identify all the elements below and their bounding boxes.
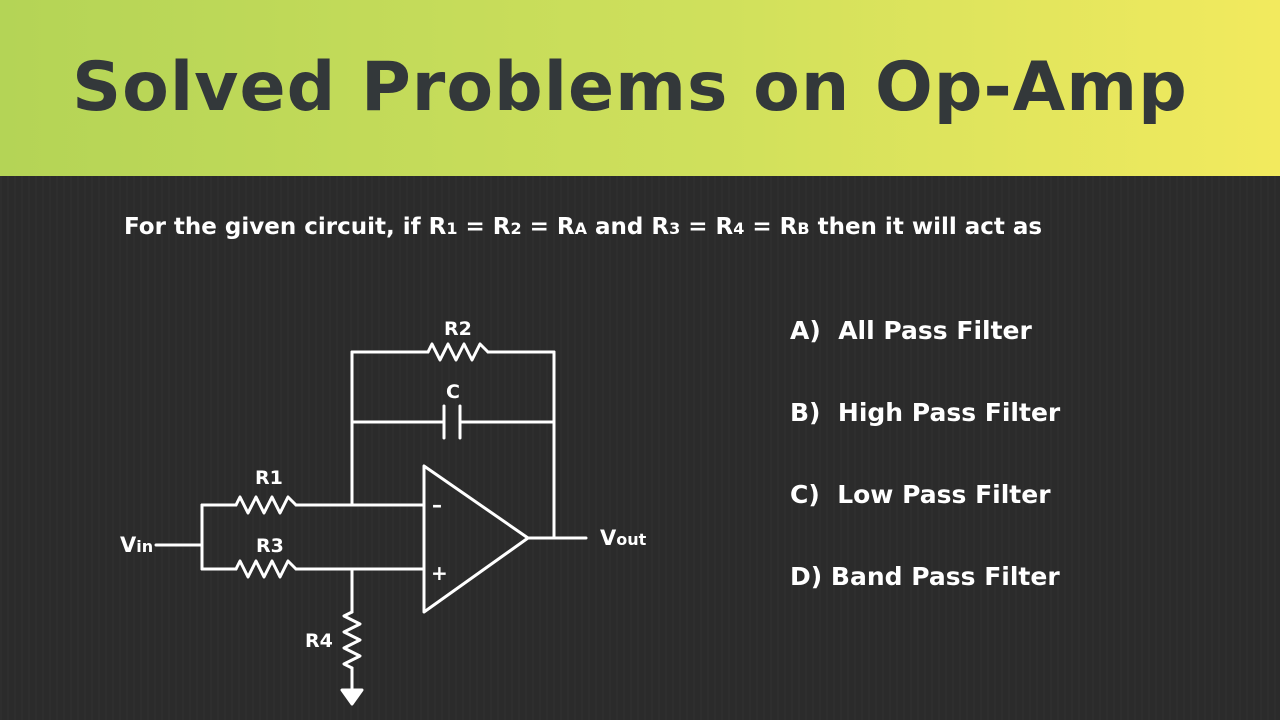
question-part: = R bbox=[680, 214, 734, 240]
label-r4: R4 bbox=[305, 630, 333, 652]
question-subscript: 2 bbox=[510, 219, 522, 238]
option-c-letter: C) bbox=[790, 480, 820, 509]
label-vin: Vin bbox=[120, 533, 153, 557]
question-part: For the given circuit, if R bbox=[124, 214, 447, 240]
label-r3: R3 bbox=[256, 535, 284, 557]
question-subscript: A bbox=[574, 219, 587, 238]
question-part: then it will act as bbox=[809, 214, 1043, 240]
op-amp-triangle bbox=[422, 464, 530, 614]
label-vout-main: V bbox=[600, 526, 617, 550]
page-title: Solved Problems on Op-Amp bbox=[72, 48, 1188, 127]
title-banner: Solved Problems on Op-Amp bbox=[0, 0, 1280, 176]
option-a-letter: A) bbox=[790, 316, 821, 345]
label-r1: R1 bbox=[255, 467, 283, 489]
option-d-text: Band Pass Filter bbox=[830, 562, 1060, 591]
label-inverting-input: – bbox=[432, 493, 442, 517]
option-d[interactable]: D) Band Pass Filter bbox=[790, 562, 1060, 591]
option-b-letter: B) bbox=[790, 398, 821, 427]
option-c-text: Low Pass Filter bbox=[837, 480, 1051, 509]
question-subscript: 3 bbox=[669, 219, 681, 238]
question-subscript: 1 bbox=[446, 219, 458, 238]
question-text: For the given circuit, if R1 = R2 = RA a… bbox=[124, 214, 1042, 240]
chalkboard-background bbox=[0, 176, 1280, 720]
option-a-text: All Pass Filter bbox=[838, 316, 1032, 345]
question-part: and R bbox=[587, 214, 670, 240]
r3-resistor bbox=[234, 559, 298, 579]
question-part: = R bbox=[457, 214, 511, 240]
option-c[interactable]: C) Low Pass Filter bbox=[790, 480, 1051, 509]
label-r2: R2 bbox=[444, 318, 472, 340]
question-subscript: B bbox=[797, 219, 810, 238]
option-d-letter: D) bbox=[790, 562, 823, 591]
label-c: C bbox=[446, 381, 460, 403]
option-b[interactable]: B) High Pass Filter bbox=[790, 398, 1060, 427]
label-vout: Vout bbox=[600, 526, 647, 550]
ground-arrow-icon bbox=[340, 688, 364, 706]
label-vin-main: V bbox=[120, 533, 137, 557]
label-vin-sub: in bbox=[136, 537, 153, 556]
question-subscript: 4 bbox=[733, 219, 745, 238]
option-a[interactable]: A) All Pass Filter bbox=[790, 316, 1032, 345]
option-b-text: High Pass Filter bbox=[837, 398, 1061, 427]
r1-resistor bbox=[234, 495, 298, 515]
question-part: = R bbox=[521, 214, 575, 240]
label-noninverting-input: + bbox=[431, 561, 448, 585]
r4-resistor bbox=[342, 610, 362, 670]
question-part: = R bbox=[744, 214, 798, 240]
label-vout-sub: out bbox=[616, 530, 646, 549]
r2-resistor bbox=[426, 342, 490, 362]
